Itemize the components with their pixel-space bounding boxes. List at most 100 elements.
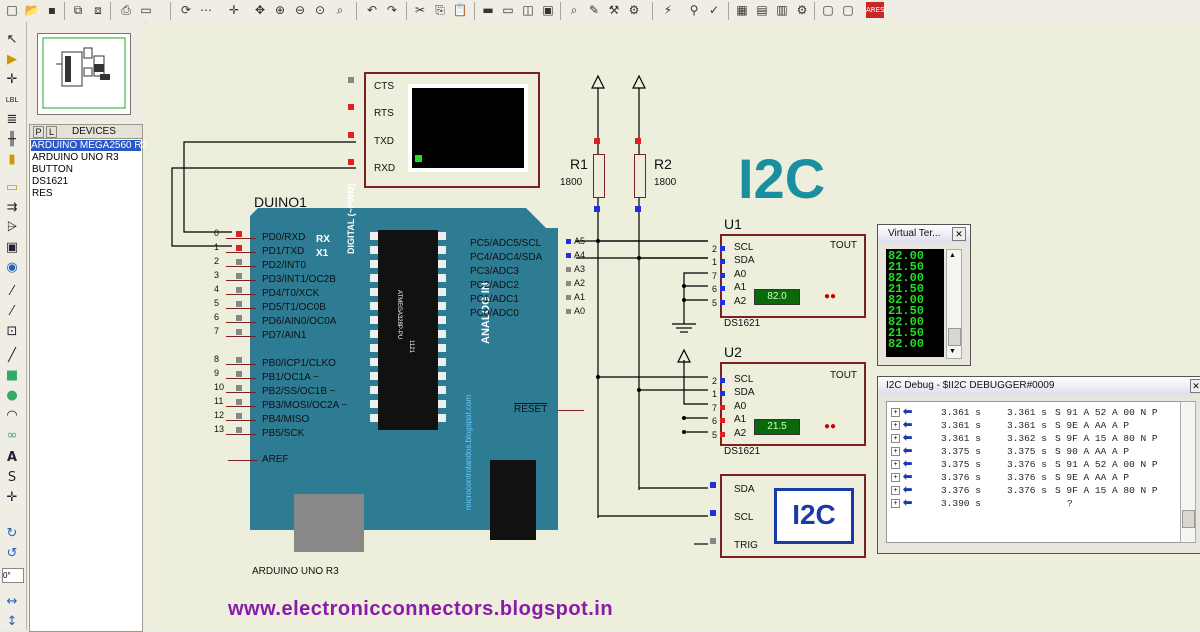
box-icon[interactable]: ■: [5, 368, 19, 383]
i2c-debugger-component[interactable]: I2C SDA SCL TRIG: [720, 474, 866, 558]
expand-icon[interactable]: +: [891, 408, 900, 417]
path-icon[interactable]: ∞: [6, 428, 18, 443]
close-icon[interactable]: ✕: [952, 227, 966, 241]
origin-icon[interactable]: ✛: [228, 3, 240, 17]
libraries-tab[interactable]: L: [46, 126, 57, 138]
u2-ds1621[interactable]: 21.5 ●● TOUT: [720, 362, 866, 446]
export-icon[interactable]: ⧈: [94, 3, 102, 17]
open-icon[interactable]: 📂: [24, 3, 40, 17]
text-script-icon[interactable]: ≣: [6, 112, 18, 127]
scroll-thumb[interactable]: [948, 328, 961, 346]
pick-icon[interactable]: ⌕: [570, 3, 578, 17]
zoom-out-icon[interactable]: ⊖: [294, 3, 306, 17]
block-copy-icon[interactable]: ▬: [482, 3, 494, 17]
zoom-area-icon[interactable]: ⌕: [336, 3, 344, 17]
rotate-cw-icon[interactable]: ↻: [6, 526, 18, 541]
pdf-icon[interactable]: ▢: [842, 3, 854, 17]
generator-icon[interactable]: ◉: [6, 260, 18, 275]
packaging-icon[interactable]: ⚒: [608, 3, 620, 17]
make-device-icon[interactable]: ✎: [588, 3, 600, 17]
block-delete-icon[interactable]: ▣: [542, 3, 554, 17]
cut-icon[interactable]: ✂: [414, 3, 426, 17]
property-icon[interactable]: ✓: [708, 3, 720, 17]
undo-icon[interactable]: ↶: [366, 3, 378, 17]
expand-icon[interactable]: +: [891, 447, 900, 456]
zoom-all-icon[interactable]: ⊙: [314, 3, 326, 17]
rotate-ccw-icon[interactable]: ↺: [6, 546, 18, 561]
overview-window[interactable]: [37, 33, 131, 115]
subcircuit-icon[interactable]: ▮: [8, 152, 16, 167]
arc-icon[interactable]: ◠: [6, 408, 18, 423]
scroll-thumb[interactable]: [1182, 510, 1195, 528]
scroll-up-icon[interactable]: ▲: [949, 252, 956, 259]
probe-icon[interactable]: ⁄: [10, 284, 14, 299]
config-icon[interactable]: ⚙: [796, 3, 808, 17]
mirror-h-icon[interactable]: ↔: [6, 594, 18, 609]
device-item[interactable]: DS1621: [32, 176, 69, 187]
pin-icon[interactable]: ⇉: [6, 200, 18, 215]
refresh-icon[interactable]: ⟳: [180, 3, 192, 17]
expand-icon[interactable]: +: [891, 421, 900, 430]
junction-icon[interactable]: ✛: [6, 72, 18, 87]
scroll-down-icon[interactable]: ▼: [949, 348, 956, 355]
copy-icon[interactable]: ⎘: [435, 3, 445, 17]
search-icon[interactable]: ⚲: [689, 3, 699, 17]
device-item[interactable]: RES: [32, 188, 53, 199]
device-item[interactable]: BUTTON: [32, 164, 73, 175]
zoom-in-icon[interactable]: ⊕: [274, 3, 286, 17]
decompose-icon[interactable]: ⚙: [628, 3, 640, 17]
netlist-icon[interactable]: ▦: [736, 3, 748, 17]
device-item[interactable]: ARDUINO UNO R3: [32, 152, 119, 163]
label-icon[interactable]: LBL: [5, 96, 19, 104]
mirror-v-icon[interactable]: ↕: [6, 614, 18, 629]
area-icon[interactable]: ▭: [140, 3, 152, 17]
redo-icon[interactable]: ↷: [386, 3, 398, 17]
expand-icon[interactable]: +: [891, 434, 900, 443]
block-rotate-icon[interactable]: ◫: [522, 3, 534, 17]
vt-scrollbar[interactable]: ▲ ▼: [946, 249, 962, 359]
pan-icon[interactable]: ✥: [254, 3, 266, 17]
device-item[interactable]: ARDUINO MEGA2560 R3: [31, 140, 148, 151]
save-icon[interactable]: ▪: [47, 3, 57, 17]
rotation-input[interactable]: 0°: [2, 568, 24, 583]
i2c-scrollbar[interactable]: [1180, 401, 1196, 543]
paste-icon[interactable]: 📋: [452, 3, 468, 17]
expand-icon[interactable]: +: [891, 460, 900, 469]
instrument-icon[interactable]: ⊡: [6, 324, 18, 339]
text-icon[interactable]: A: [6, 450, 18, 465]
import-icon[interactable]: ⧉: [73, 3, 83, 17]
current-probe-icon[interactable]: ⁄: [10, 304, 14, 319]
u1-ds1621[interactable]: 82.0 ●● TOUT: [720, 234, 866, 318]
bom2-icon[interactable]: ▥: [776, 3, 788, 17]
graph-icon[interactable]: ⩥: [6, 220, 18, 235]
close-icon[interactable]: ✕: [1190, 379, 1200, 393]
i2c-debug-window[interactable]: I2C Debug - $II2C DEBUGGER#0009 ✕ +⬅3.36…: [877, 376, 1200, 554]
debug-row[interactable]: +⬅3.390 s?: [887, 497, 1181, 510]
line-icon[interactable]: ╱: [8, 348, 16, 363]
expand-icon[interactable]: +: [891, 486, 900, 495]
expand-icon[interactable]: +: [891, 473, 900, 482]
virtual-terminal-component[interactable]: [364, 72, 540, 188]
expand-icon[interactable]: +: [891, 499, 900, 508]
new-icon[interactable]: □: [6, 3, 18, 17]
resistor-r1[interactable]: [593, 154, 605, 198]
terminal-icon[interactable]: ▭: [5, 180, 19, 195]
block-move-icon[interactable]: ▭: [502, 3, 514, 17]
bus-icon[interactable]: ╫: [8, 132, 16, 147]
bom-icon[interactable]: ▤: [756, 3, 768, 17]
symbol-icon[interactable]: S: [7, 470, 17, 485]
circle-icon[interactable]: ●: [6, 388, 18, 403]
pick-devices-tab[interactable]: P: [33, 126, 44, 138]
ares-icon[interactable]: ARES: [866, 2, 885, 18]
report-icon[interactable]: ▢: [822, 3, 834, 17]
grid-icon[interactable]: ⋯: [200, 3, 212, 17]
select-mode-icon[interactable]: ↖: [6, 32, 18, 47]
